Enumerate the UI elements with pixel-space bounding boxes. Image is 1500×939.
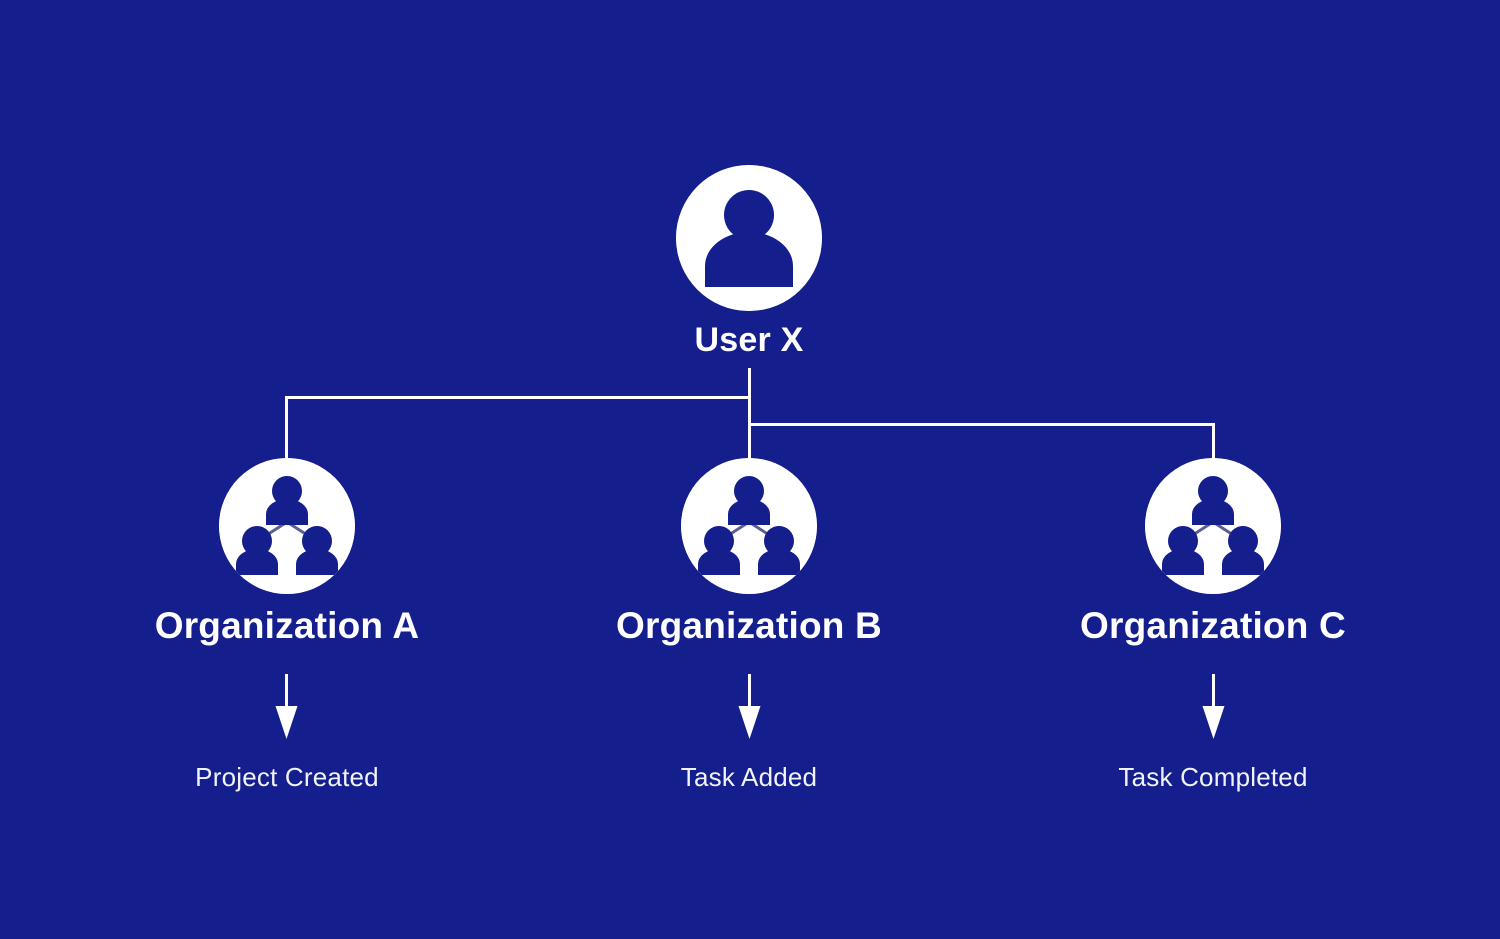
node-user-x-label: User X: [694, 321, 804, 359]
arrow-down-c: [1202, 674, 1225, 739]
node-user-x[interactable]: User X: [574, 165, 924, 359]
node-organization-a-label: Organization A: [154, 605, 420, 646]
event-label-task-added: Task Added: [680, 762, 818, 792]
node-organization-b-label: Organization B: [616, 605, 882, 646]
arrow-down-b: [738, 674, 761, 739]
arrow-down-a: [275, 674, 298, 739]
event-label-project-created: Project Created: [195, 762, 379, 792]
node-organization-c[interactable]: Organization C: [1003, 458, 1423, 646]
organization-group-icon: [219, 458, 355, 594]
node-organization-a[interactable]: Organization A: [77, 458, 497, 646]
organization-group-icon: [1145, 458, 1281, 594]
event-label-task-completed: Task Completed: [1118, 762, 1308, 792]
node-organization-c-label: Organization C: [1080, 605, 1346, 646]
node-organization-b[interactable]: Organization B: [539, 458, 959, 646]
organization-group-icon: [681, 458, 817, 594]
user-icon: [676, 165, 822, 311]
